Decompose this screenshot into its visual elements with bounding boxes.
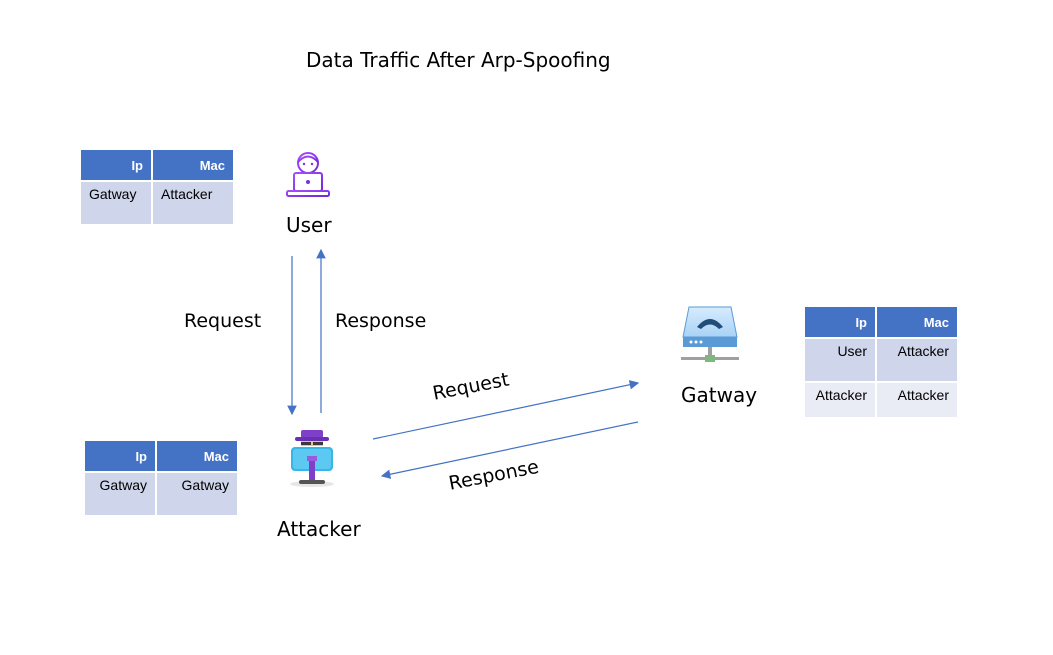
column-header-ip: Ip [81, 150, 151, 180]
gateway-label: Gatway [681, 383, 758, 407]
column-header-mac: Mac [157, 441, 237, 471]
cell-ip: Attacker [805, 383, 875, 417]
gateway-router-icon [681, 306, 739, 362]
table-header-row: Ip Mac [81, 150, 233, 180]
user-request-label: Request [184, 310, 262, 332]
table-row: Attacker Attacker [805, 383, 957, 417]
user-response-label: Response [335, 310, 427, 332]
user-arp-table: Ip Mac Gatway Attacker [79, 148, 235, 226]
column-header-ip: Ip [85, 441, 155, 471]
table-header-row: Ip Mac [85, 441, 237, 471]
table-header-row: Ip Mac [805, 307, 957, 337]
attacker-hacker-icon [290, 430, 334, 487]
gateway-request-arrow [372, 380, 640, 440]
gateway-arp-table: Ip Mac User Attacker Attacker Attacker [803, 305, 959, 419]
attacker-label: Attacker [277, 517, 361, 541]
cell-mac: Attacker [877, 339, 957, 381]
cell-mac: Attacker [153, 182, 233, 224]
cell-mac: Gatway [157, 473, 237, 515]
column-header-ip: Ip [805, 307, 875, 337]
table-row: Gatway Gatway [85, 473, 237, 515]
column-header-mac: Mac [877, 307, 957, 337]
user-laptop-icon [286, 152, 330, 197]
diagram-title: Data Traffic After Arp-Spoofing [306, 48, 611, 72]
table-row: Gatway Attacker [81, 182, 233, 224]
cell-mac: Attacker [877, 383, 957, 417]
cell-ip: Gatway [85, 473, 155, 515]
column-header-mac: Mac [153, 150, 233, 180]
table-row: User Attacker [805, 339, 957, 381]
cell-ip: Gatway [81, 182, 151, 224]
gateway-response-arrow [380, 421, 639, 479]
attacker-arp-table: Ip Mac Gatway Gatway [83, 439, 239, 517]
user-label: User [286, 213, 332, 237]
cell-ip: User [805, 339, 875, 381]
